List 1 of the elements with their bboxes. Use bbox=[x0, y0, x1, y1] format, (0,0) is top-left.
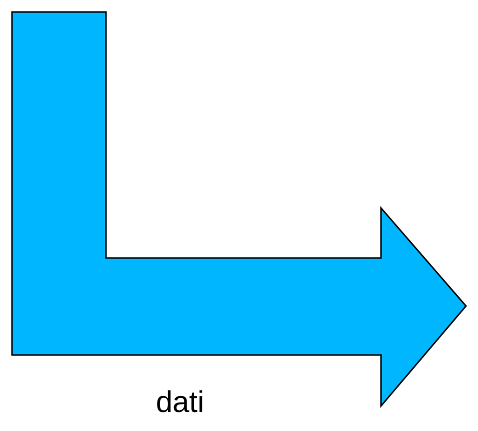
arrow-label: dati bbox=[154, 385, 206, 421]
